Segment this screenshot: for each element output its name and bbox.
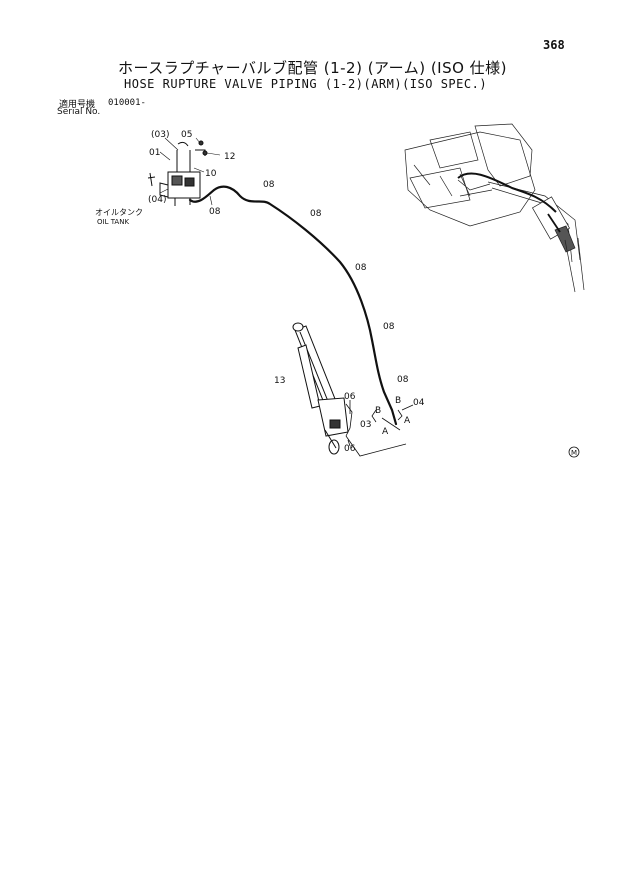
excavator-hose-highlight	[457, 172, 557, 213]
callout-08-d: 08	[355, 263, 367, 273]
callout-08-a: 08	[209, 207, 221, 217]
oil-tank-label-japanese: オイルタンク	[95, 208, 143, 217]
callout-06-b: 06	[344, 444, 356, 454]
callout-05: 05	[181, 130, 192, 140]
title-japanese: ホースラプチャーバルブ配管 (1-2) (アーム) (ISO 仕様)	[118, 59, 508, 77]
callout-04-paren: (04)	[148, 195, 166, 205]
callout-06-a: 06	[344, 392, 356, 402]
m-marker-icon: M	[568, 446, 580, 458]
callout-08-e: 08	[383, 322, 395, 332]
hose-08	[188, 185, 398, 426]
serial-label-japanese: 適用号機	[59, 100, 96, 110]
title-english: HOSE RUPTURE VALVE PIPING (1-2)(ARM)(ISO…	[124, 77, 488, 91]
arm-cylinder	[292, 322, 349, 455]
callout-08-c: 08	[310, 209, 322, 219]
callout-13: 13	[274, 376, 285, 386]
excavator-sketch	[404, 123, 585, 293]
callout-b-right: B	[395, 396, 401, 406]
callout-08-b: 08	[263, 180, 275, 190]
callout-12: 12	[224, 152, 235, 162]
callout-a-right: A	[404, 416, 411, 426]
callout-a-left: A	[382, 427, 389, 437]
serial-label-english: Serial No.	[57, 107, 101, 117]
m-marker-label: M	[571, 449, 577, 457]
callout-01: 01	[149, 148, 160, 158]
leader-lines-top	[159, 137, 221, 206]
page-number: 368	[543, 38, 565, 52]
oil-tank-label-english: OIL TANK	[97, 218, 129, 226]
valve-assembly	[147, 140, 208, 206]
callout-b-left: B	[375, 406, 381, 416]
callout-10: 10	[205, 169, 217, 179]
callout-03-paren: (03)	[151, 130, 169, 140]
callout-04: 04	[413, 398, 425, 408]
callout-08-f: 08	[397, 375, 409, 385]
lower-fittings	[345, 400, 414, 457]
serial-value: 010001-	[108, 98, 146, 108]
callout-03: 03	[360, 420, 371, 430]
